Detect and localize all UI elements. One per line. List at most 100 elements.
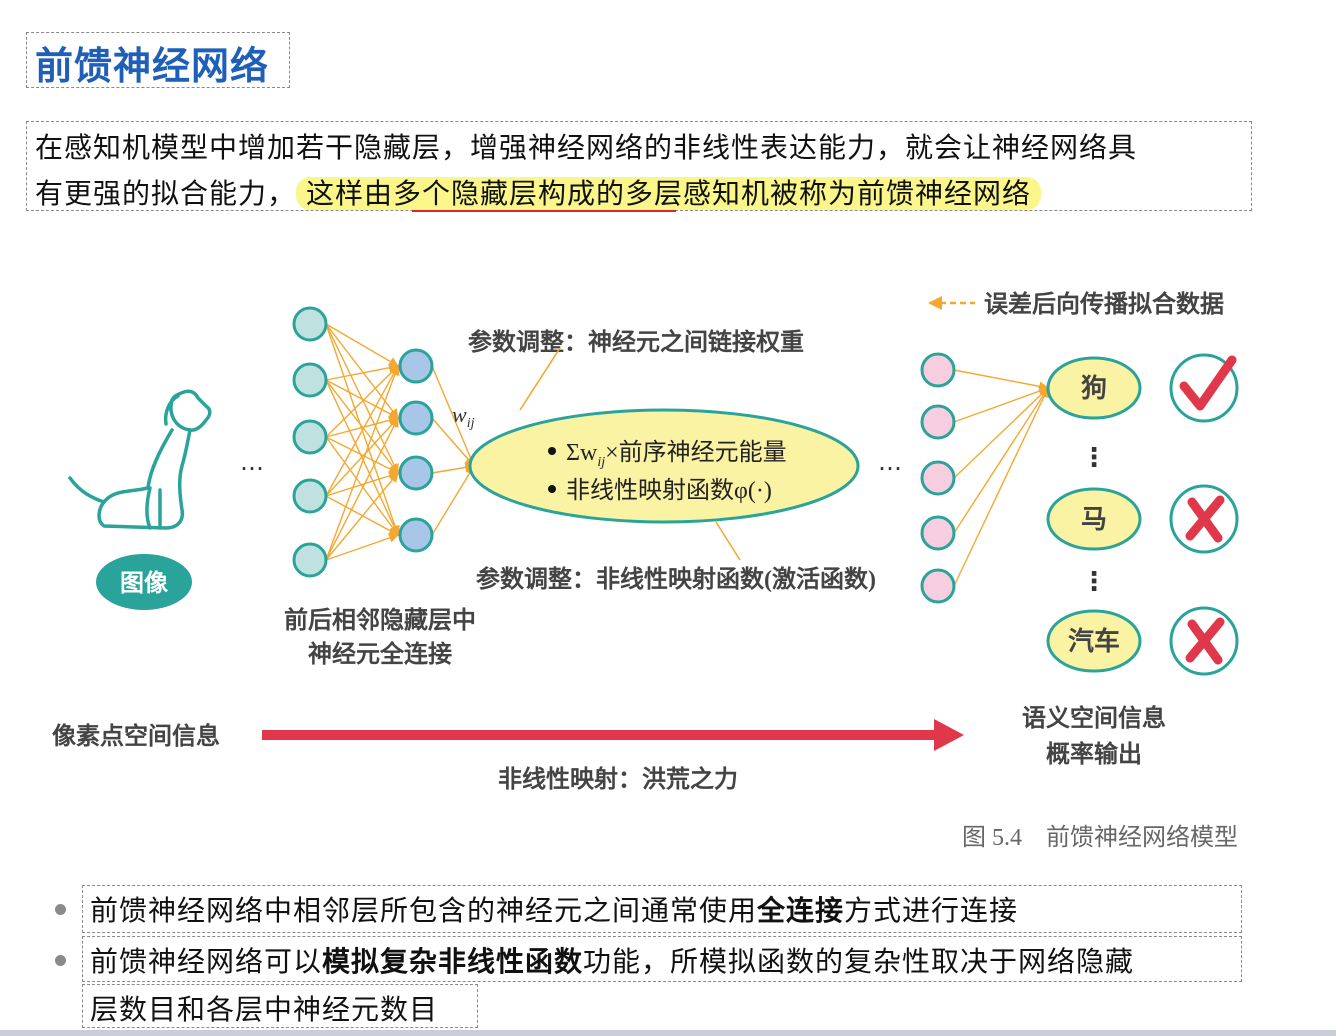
bullet-mark xyxy=(548,485,556,493)
pixel-info-label: 像素点空间信息 xyxy=(52,722,220,750)
bullet-2-prefix: 前馈神经网络可以 xyxy=(90,945,323,978)
neuron-ellipse xyxy=(468,408,860,524)
bullet-1-bold: 全连接 xyxy=(757,894,845,927)
title-box: 前馈神经网络 xyxy=(26,32,290,88)
cross-icon xyxy=(1169,606,1239,676)
output-node xyxy=(920,568,956,604)
mapping-label: 非线性映射：洪荒之力 xyxy=(498,765,738,793)
vertical-ellipsis-2: ⋮ xyxy=(1081,567,1107,597)
output-layer-nodes xyxy=(920,352,956,604)
input-node xyxy=(292,542,328,578)
ellipsis-left: … xyxy=(240,448,264,476)
class-output-dog: 狗 xyxy=(1046,356,1142,420)
hidden-layer-nodes xyxy=(398,348,434,553)
check-icon xyxy=(1169,353,1239,423)
class-label-dog: 狗 xyxy=(1081,374,1107,403)
dog-icon xyxy=(68,389,212,530)
fc-connection xyxy=(325,323,399,419)
mapping-arrow-head xyxy=(934,719,964,751)
bullet-1: 前馈神经网络中相邻层所包含的神经元之间通常使用全连接方式进行连接 xyxy=(90,889,1018,929)
activation-adjust-pointer xyxy=(715,521,741,561)
input-node xyxy=(292,419,328,455)
fc-connection xyxy=(325,436,399,536)
class-output-horse: 马 xyxy=(1046,487,1142,551)
image-label-pill xyxy=(96,554,192,610)
fc-connection xyxy=(325,365,399,438)
hidden-node xyxy=(398,517,434,553)
full-connect-label-1: 前后相邻隐藏层中 xyxy=(284,606,476,634)
intro-line-1: 在感知机模型中增加若干隐藏层，增强神经网络的非线性表达能力，就会让神经网络具 xyxy=(35,131,1138,164)
bullet-2-box xyxy=(82,936,1242,982)
semantic-label-1: 语义空间信息 xyxy=(1022,704,1166,732)
bullet-2-suffix: 功能，所模拟函数的复杂性取决于网络隐藏 xyxy=(583,945,1135,978)
feedforward-network-diagram: 图像 … … wij Σwij×前序神经元能量 非线性映射函数φ(·) 参数调整… xyxy=(52,290,1239,851)
bullet-2-line2-box xyxy=(82,984,478,1028)
bullet-2: 前馈神经网络可以模拟复杂非线性函数功能，所模拟函数的复杂性取决于网络隐藏 xyxy=(90,940,1134,980)
fc-connection xyxy=(325,436,399,474)
fc-connection xyxy=(325,362,399,381)
output-to-class-connection xyxy=(953,387,1049,534)
fc-connection xyxy=(325,365,399,497)
output-node xyxy=(920,515,956,551)
intro-paragraph: 在感知机模型中增加若干隐藏层，增强神经网络的非线性表达能力，就会让神经网络具 有… xyxy=(26,121,1252,211)
fc-connection xyxy=(325,417,399,497)
neuron-formula-line1: Σwij×前序神经元能量 xyxy=(566,439,787,470)
input-node xyxy=(292,306,328,342)
bullet-1-prefix: 前馈神经网络中相邻层所包含的神经元之间通常使用 xyxy=(90,894,758,927)
page-title: 前馈神经网络 xyxy=(35,44,270,88)
hidden-to-neuron-connection xyxy=(431,417,475,467)
fc-connection xyxy=(325,471,399,497)
hidden-node xyxy=(398,348,434,384)
figure-caption: 图 5.4 前馈神经网络模型 xyxy=(962,824,1238,851)
weight-adjust-label: 参数调整：神经元之间链接权重 xyxy=(468,328,804,356)
backprop-label: 误差后向传播拟合数据 xyxy=(984,290,1224,318)
class-label-horse: 马 xyxy=(1081,505,1107,534)
output-to-class-connection xyxy=(953,369,1049,392)
backprop-arrowhead xyxy=(928,296,942,310)
bottom-scrollbar-track xyxy=(0,1030,1336,1036)
fc-connection xyxy=(325,323,400,536)
fc-connection xyxy=(325,323,399,367)
class-label-car: 汽车 xyxy=(1068,626,1120,656)
highlight-underline xyxy=(412,210,676,212)
bullet-2-bold: 模拟复杂非线性函数 xyxy=(322,945,584,978)
cross-icon xyxy=(1169,484,1239,554)
mapping-arrow-shaft xyxy=(262,730,938,740)
output-to-class-connection xyxy=(953,386,1049,423)
weight-symbol: wij xyxy=(452,402,475,431)
neuron-formula-line2: 非线性映射函数φ(·) xyxy=(566,477,772,504)
fc-connection xyxy=(325,379,399,474)
fc-connection xyxy=(325,415,399,438)
fc-connection xyxy=(325,533,399,561)
bullet-mark xyxy=(548,447,556,455)
output-node xyxy=(920,404,956,440)
hidden-to-neuron-connection xyxy=(431,462,475,474)
bullet-dot xyxy=(55,904,66,915)
bullet-dot xyxy=(55,955,66,966)
image-label: 图像 xyxy=(120,570,169,597)
activation-adjust-label: 参数调整：非线性映射函数(激活函数) xyxy=(476,565,876,593)
fc-connection xyxy=(325,472,399,561)
input-node xyxy=(292,478,328,514)
hidden-node xyxy=(398,455,434,491)
connection-lines xyxy=(325,323,1049,587)
intro-highlight: 这样由多个隐藏层构成的多层感知机被称为前馈神经网络 xyxy=(296,177,1042,210)
fc-connection xyxy=(325,379,399,419)
output-to-class-connection xyxy=(953,387,1049,479)
bullet-2-line2: 层数目和各层中神经元数目 xyxy=(90,993,439,1026)
hidden-node xyxy=(398,400,434,436)
input-node xyxy=(292,362,328,398)
input-layer-nodes xyxy=(292,306,328,578)
ellipsis-right: … xyxy=(878,448,902,476)
fc-connection xyxy=(325,417,399,561)
vertical-ellipsis-1: ⋮ xyxy=(1081,443,1107,473)
hidden-to-neuron-connection xyxy=(431,365,476,467)
full-connect-label-2: 神经元全连接 xyxy=(308,640,452,668)
hidden-to-neuron-connection xyxy=(431,465,475,536)
output-node xyxy=(920,460,956,496)
weight-adjust-pointer xyxy=(519,347,561,411)
output-to-class-connection xyxy=(953,387,1049,587)
fc-connection xyxy=(325,365,400,561)
output-node xyxy=(920,352,956,388)
semantic-label-2: 概率输出 xyxy=(1046,740,1142,768)
